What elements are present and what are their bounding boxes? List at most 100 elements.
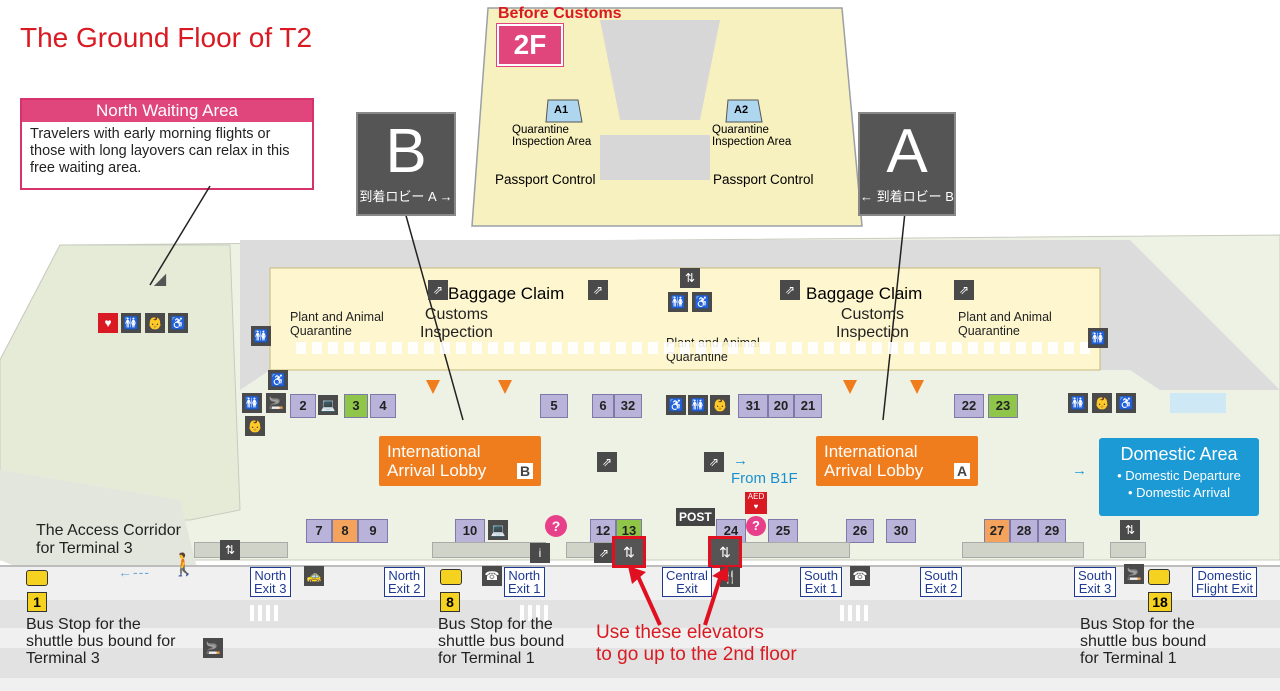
exit-central[interactable]: Central Exit: [662, 567, 712, 597]
north-waiting-area-body: Travelers with early morning flights or …: [30, 126, 290, 176]
highlight-elevator-right[interactable]: ⇅: [708, 536, 742, 568]
gate: 20: [768, 394, 794, 418]
elevator-icon: ⇅: [220, 540, 240, 560]
floor-badge: 2F: [496, 23, 564, 67]
sign-a-letter: A: [886, 117, 928, 186]
info-icon: ?: [746, 516, 766, 536]
restroom-icon: 🚻: [121, 313, 141, 333]
sign-b-letter: B: [385, 117, 427, 186]
flow-arrow: [498, 380, 512, 394]
bus-icon: [1148, 569, 1170, 585]
elevator-note: Use these elevators to go up to the 2nd …: [596, 622, 797, 665]
wheelchair-icon: ♿: [692, 292, 712, 312]
exit-north-3[interactable]: North Exit 3: [250, 567, 291, 597]
exit-domestic-flight[interactable]: Domestic Flight Exit: [1192, 567, 1258, 597]
domestic-area-box: Domestic Area • Domestic Departure • Dom…: [1099, 438, 1259, 516]
taxi-icon: 🚕: [304, 566, 324, 586]
stairs-icon: ◢: [153, 271, 167, 288]
gate: 30: [886, 519, 916, 543]
exit-north-2[interactable]: North Exit 2: [384, 567, 425, 597]
gate: 7: [306, 519, 332, 543]
gate: 25: [768, 519, 798, 543]
gate: 23: [988, 394, 1018, 418]
quarantine-right-label: Quarantine Inspection Area: [712, 124, 792, 148]
computer-icon: 💻: [488, 520, 508, 540]
baggage-conveyors: [296, 342, 1096, 354]
wall-segment: [432, 542, 546, 558]
bus-stop-number: 18: [1148, 592, 1172, 612]
wheelchair-icon: ♿: [1116, 393, 1136, 413]
flow-arrow: [910, 380, 924, 394]
bus-stop-8-text: Bus Stop for the shuttle bus bound for T…: [438, 616, 565, 667]
wheelchair-icon: ♿: [168, 313, 188, 333]
from-b1f-arrow: →: [733, 452, 748, 469]
sign-b: B 到着ロビー A →: [356, 112, 456, 216]
escalator-icon: ⇗: [704, 452, 724, 472]
gate: 31: [738, 394, 768, 418]
north-waiting-area-heading: North Waiting Area: [22, 100, 312, 122]
domestic-area-heading: Domestic Area: [1120, 444, 1238, 464]
gate: 2: [290, 394, 316, 418]
customs-right: Customs Inspection: [836, 306, 909, 341]
restroom-icon: 🚻: [1068, 393, 1088, 413]
wall-segment: [962, 542, 1084, 558]
computer-icon: 💻: [318, 395, 338, 415]
nursing-room-icon: 👶: [710, 395, 730, 415]
highlight-elevator-left[interactable]: ⇅: [612, 536, 646, 568]
nursing-room-icon: 👶: [245, 416, 265, 436]
restroom-icon: 🚻: [1088, 328, 1108, 348]
restaurant-icon: 🍴: [720, 567, 740, 587]
gate: 10: [455, 519, 485, 543]
escalator-icon: ⇗: [780, 280, 800, 300]
domestic-arrow: →: [1072, 462, 1087, 479]
nursing-room-icon: 👶: [1092, 393, 1112, 413]
exit-south-3[interactable]: South Exit 3: [1074, 567, 1116, 597]
gate: 26: [846, 519, 874, 543]
arrival-lobby-b-letter: B: [517, 463, 533, 479]
gate: 27: [984, 519, 1010, 543]
sign-a: A ← 到着ロビー B: [858, 112, 956, 216]
passport-left-label: Passport Control: [495, 172, 596, 187]
arrival-lobby-a-text: International Arrival Lobby: [824, 442, 924, 480]
bus-stop-number: 1: [27, 592, 47, 612]
corridor-arrow: ←---: [118, 564, 150, 580]
info-desk-icon: i: [530, 543, 550, 563]
bus-stop-1-text: Bus Stop for the shuttle bus bound for T…: [26, 616, 176, 667]
gate: 12: [590, 519, 616, 543]
gate-row-top: 2: [290, 394, 316, 418]
floor-badge-label: 2F: [513, 29, 547, 60]
gate-a2-label: A2: [734, 104, 749, 116]
domestic-arrival: • Domestic Arrival: [1127, 485, 1231, 500]
baggage-claim-right: Baggage Claim: [806, 284, 923, 303]
wall-segment: [194, 542, 288, 558]
walking-person-icon: 🚶: [170, 552, 198, 577]
restroom-icon: 🚻: [688, 395, 708, 415]
escalator-icon: ⇗: [597, 452, 617, 472]
flow-arrow: [426, 380, 440, 394]
gate: 32: [614, 394, 642, 418]
aed-label: AED: [747, 492, 765, 501]
before-customs-heading: Before Customs: [498, 5, 622, 22]
exit-south-1[interactable]: South Exit 1: [800, 567, 842, 597]
quarantine-left-label: Quarantine Inspection Area: [512, 124, 592, 148]
from-b1f-label: From B1F: [731, 470, 798, 487]
aed-icon: ♥: [98, 313, 118, 333]
bus-icon: [26, 570, 48, 586]
page-title: The Ground Floor of T2: [20, 22, 313, 53]
sign-b-sub: 到着ロビー A →: [359, 189, 453, 204]
arrival-lobby-b-text: International Arrival Lobby: [387, 442, 487, 480]
nursing-room-icon: 👶: [145, 313, 165, 333]
flow-arrow: [843, 380, 857, 394]
post-label: POST: [676, 508, 715, 526]
smoking-icon: 🚬: [1124, 564, 1144, 584]
escalator-icon: ⇗: [588, 280, 608, 300]
exit-north-1[interactable]: North Exit 1: [504, 567, 545, 597]
passport-right-label: Passport Control: [713, 172, 814, 187]
gate: 9: [358, 519, 388, 543]
customs-left: Customs Inspection: [420, 306, 493, 341]
gate: 29: [1038, 519, 1066, 543]
arrival-lobby-a-letter: A: [954, 463, 970, 479]
gate: 6: [592, 394, 614, 418]
exit-south-2[interactable]: South Exit 2: [920, 567, 962, 597]
elevator-icon: ⇅: [1120, 520, 1140, 540]
